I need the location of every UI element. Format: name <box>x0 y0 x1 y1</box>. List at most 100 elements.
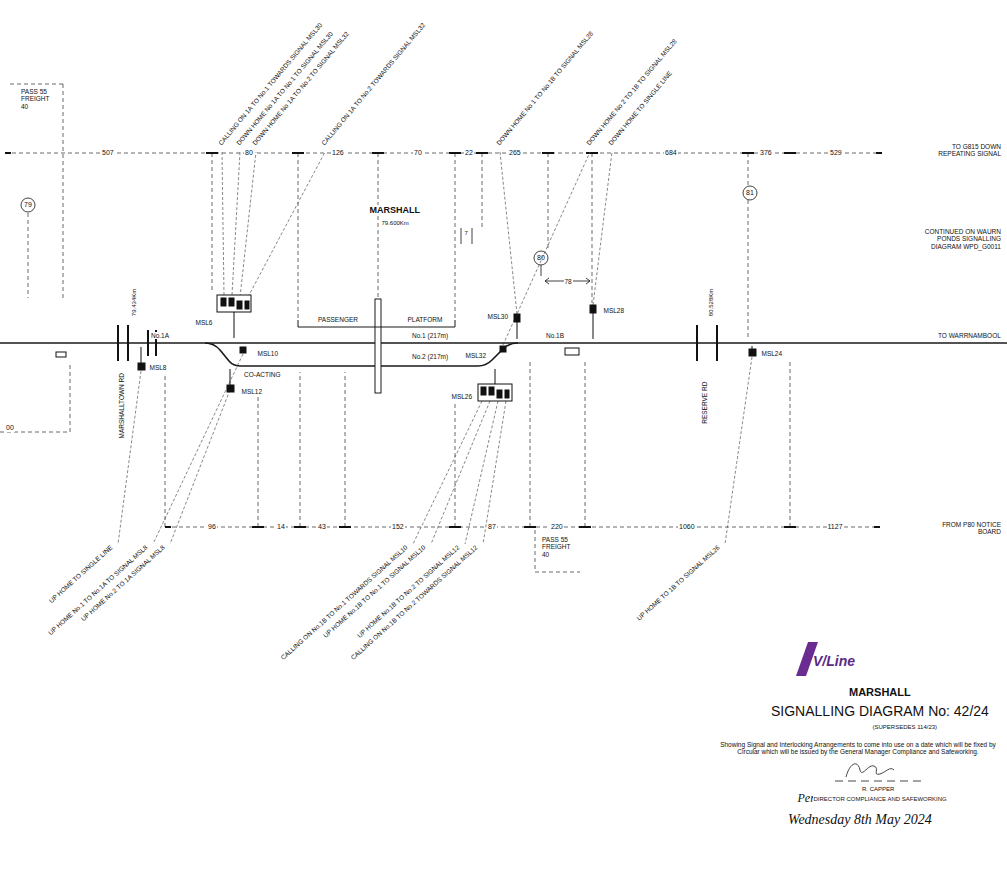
platform <box>298 299 455 393</box>
level-crossing <box>117 325 119 361</box>
platform <box>455 320 456 327</box>
signal-route-label: UP HOME TO 1B TO SIGNAL MSL26 <box>635 543 722 623</box>
signal-route-label: DOWN HOME No 1A TO No.1 TO SIGNAL MSL30 <box>234 29 335 147</box>
signal-symbol <box>481 387 486 395</box>
speed-sign <box>743 186 757 200</box>
diagram-title: SIGNALLING DIAGRAM No: 42/24 <box>770 703 990 719</box>
leader-line <box>248 152 325 297</box>
platform-name: PLATFORM <box>407 316 444 323</box>
note: CONTINUED ON WAURN PONDS SIGNALLING DIAG… <box>908 228 1002 250</box>
dimension-line <box>592 153 593 303</box>
signal-symbol <box>221 298 226 306</box>
signal-symbol <box>141 347 142 363</box>
dimension: 376 <box>759 149 773 157</box>
signal-symbol <box>497 390 502 398</box>
signal-symbol <box>240 347 246 353</box>
authority-note: Showing Signal and Interlocking Arrangem… <box>717 741 999 756</box>
dimension: 220 <box>550 523 564 531</box>
dimension-line <box>482 153 483 228</box>
level-crossing <box>147 330 149 356</box>
dimension-tick <box>339 526 351 528</box>
station-name: MARSHALL <box>848 686 912 699</box>
dimension-line <box>345 372 346 527</box>
station-name: MARSHALL <box>369 205 422 215</box>
level-crossing <box>716 325 718 361</box>
dimension: 87 <box>487 523 497 531</box>
dimension-arrow <box>472 228 473 244</box>
signal-symbol <box>489 387 494 395</box>
signal-name: MSL24 <box>761 350 784 357</box>
dimension-tick <box>742 152 754 154</box>
speed-sign-number: 81 <box>745 189 755 197</box>
dimension-line <box>535 530 536 572</box>
dimension-arrow <box>586 278 590 284</box>
signal-symbol <box>593 313 594 339</box>
signal-name: MSL28 <box>603 307 626 314</box>
track-name: No.1A <box>150 332 170 339</box>
supersedes-note: (SUPERSEDES 114/23) <box>872 724 939 731</box>
dimension-tick <box>874 526 880 528</box>
signal-symbol <box>56 295 756 401</box>
signal-symbol <box>590 305 596 313</box>
dimension: 507 <box>101 149 115 157</box>
dimension: 529 <box>829 149 843 157</box>
dimension-line <box>0 84 882 572</box>
signal-name: MSL12 <box>241 388 264 395</box>
signal-symbol <box>500 346 506 352</box>
dimension-line <box>585 360 586 527</box>
co-acting-note: CO-ACTING <box>243 371 281 378</box>
level-crossing <box>118 325 717 361</box>
track <box>0 342 1007 344</box>
signal-symbol <box>245 301 249 309</box>
speed-sign-number: 79 <box>23 201 33 209</box>
dimension-line <box>165 527 880 528</box>
signal-route-label: CALLING ON No.1B TO No.2 TOWARDS SIGNAL … <box>349 543 480 662</box>
speed-sign <box>21 198 35 212</box>
dimension-line <box>455 153 456 320</box>
dimension-line <box>165 374 166 527</box>
signal-symbol <box>478 384 512 401</box>
dimension-line <box>548 153 549 248</box>
track-name: No.1 (217m) <box>411 332 449 339</box>
speed-sign <box>534 251 548 265</box>
level-crossing <box>127 325 129 361</box>
leader-line <box>465 401 498 544</box>
kilometrage: 79.434Km <box>131 287 138 316</box>
note: TO G815 DOWN REPEATING SIGNAL <box>922 143 1002 158</box>
kilometrage: 80.528Km <box>708 287 715 316</box>
dimension: 126 <box>331 149 345 157</box>
leader-line <box>240 152 256 297</box>
dimension-tick <box>586 152 598 154</box>
leader-line <box>222 152 224 295</box>
dimension: 14 <box>276 523 286 531</box>
dimension-line <box>10 84 63 85</box>
dimension: 265 <box>508 149 522 157</box>
speed-sign <box>21 186 757 276</box>
dimension-tick <box>524 526 536 528</box>
platform <box>375 299 381 393</box>
signal-symbol <box>565 348 579 355</box>
leader-line <box>593 152 612 305</box>
signal-symbol <box>227 385 234 392</box>
leader-line <box>118 152 752 544</box>
signature <box>835 781 922 782</box>
dimension-tick <box>876 152 882 154</box>
signal-route-label: DOWN HOME No 2 TO 1B TO SIGNAL MSL28 <box>584 37 679 148</box>
track-destination: TO WARRNAMBOOL <box>937 332 1002 339</box>
dimension-line <box>5 153 882 154</box>
dimension-tick <box>784 526 796 528</box>
signal-name: MSL30 <box>487 313 510 320</box>
dimension: 80 <box>244 149 254 157</box>
signal-symbol <box>749 349 756 356</box>
signal-symbol <box>495 369 496 384</box>
signal-symbol <box>237 301 242 309</box>
dimension-tick <box>449 526 461 528</box>
kilometrage: 79.600Km <box>381 220 410 227</box>
dimension-line <box>748 200 749 338</box>
leader-line <box>503 152 590 345</box>
signatory-name: R. CAPPER <box>861 786 895 793</box>
date: Wednesday 8th May 2024 <box>787 812 933 828</box>
dimension-tick <box>292 152 304 154</box>
leader-line <box>118 371 141 544</box>
dimension-tick <box>784 152 796 154</box>
